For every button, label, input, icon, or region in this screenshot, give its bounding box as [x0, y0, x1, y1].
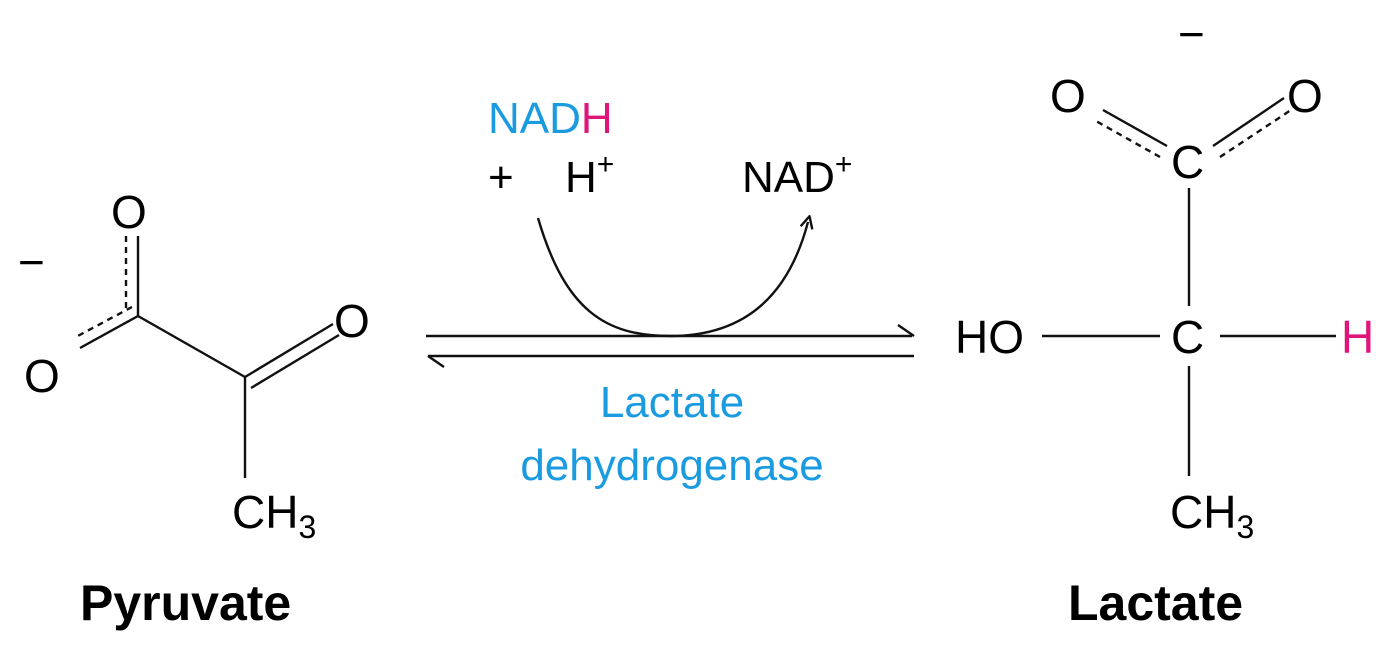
proton-label: H+ [565, 148, 614, 202]
pyruvate-name: Pyruvate [80, 575, 291, 631]
lactate-structure: − O O C HO C H CH3 Lactate [955, 8, 1374, 631]
pyruvate-bond-co-left-dashed [73, 305, 133, 340]
lactate-hydroxyl: HO [955, 311, 1024, 363]
lactate-methyl: CH3 [1170, 486, 1254, 545]
pyruvate-charge: − [18, 236, 45, 288]
pyruvate-bond-ketone [244, 322, 334, 379]
lactate-carboxyl-carbon: C [1171, 136, 1204, 188]
reaction-center: NADH + H+ NAD+ Lactate dehydrogenase [426, 94, 915, 490]
lactate-alpha-carbon: C [1171, 311, 1204, 363]
lactate-bond-co-right-dashed [1219, 108, 1292, 159]
lactate-charge: − [1178, 8, 1205, 60]
lactate-name: Lactate [1068, 575, 1243, 631]
pyruvate-structure: − O O O CH3 Pyruvate [18, 186, 370, 631]
nadh-label: NADH [488, 94, 613, 143]
pyruvate-bond-cc [137, 314, 246, 379]
enzyme-label-line1: Lactate [600, 378, 744, 427]
reverse-arrow-head [427, 355, 445, 368]
nad-plus-label: NAD+ [742, 148, 852, 202]
lactate-bond-co-left [1102, 108, 1168, 148]
lactate-hydrogen: H [1341, 311, 1374, 363]
forward-arrow-head [897, 324, 915, 337]
plus-sign: + [488, 153, 514, 202]
lactate-bond-co-left-dashed [1095, 119, 1161, 159]
lactate-oxygen-right: O [1287, 70, 1323, 122]
lactate-bond-co-right [1212, 97, 1285, 147]
pyruvate-bond-ketone-double [250, 333, 340, 390]
cofactor-curved-arrow [536, 218, 808, 338]
pyruvate-oxygen-top: O [111, 186, 147, 238]
enzyme-label-line2: dehydrogenase [520, 441, 823, 490]
lactate-oxygen-left: O [1050, 70, 1086, 122]
pyruvate-oxygen-right: O [334, 295, 370, 347]
pyruvate-methyl: CH3 [232, 486, 316, 545]
pyruvate-oxygen-left: O [24, 350, 60, 402]
pyruvate-bond-co-left [79, 314, 139, 350]
